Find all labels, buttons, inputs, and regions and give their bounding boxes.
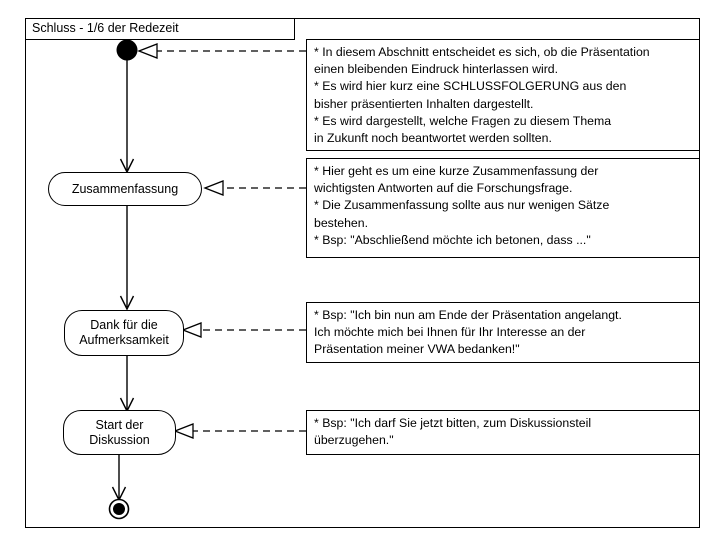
action-node-diskussion[interactable]: Start der Diskussion <box>63 410 176 455</box>
action-node-dank[interactable]: Dank für die Aufmerksamkeit <box>64 310 184 356</box>
note-zusammenfassung[interactable]: * Hier geht es um eine kurze Zusammenfas… <box>306 158 700 258</box>
activity-frame-title: Schluss - 1/6 der Redezeit <box>25 18 295 40</box>
note-dank[interactable]: * Bsp: "Ich bin nun am Ende der Präsenta… <box>306 302 700 363</box>
note-initial[interactable]: * In diesem Abschnitt entscheidet es sic… <box>306 39 700 151</box>
action-node-zusammenfassung[interactable]: Zusammenfassung <box>48 172 202 206</box>
note-diskussion[interactable]: * Bsp: "Ich darf Sie jetzt bitten, zum D… <box>306 410 700 455</box>
activity-frame <box>25 18 700 528</box>
